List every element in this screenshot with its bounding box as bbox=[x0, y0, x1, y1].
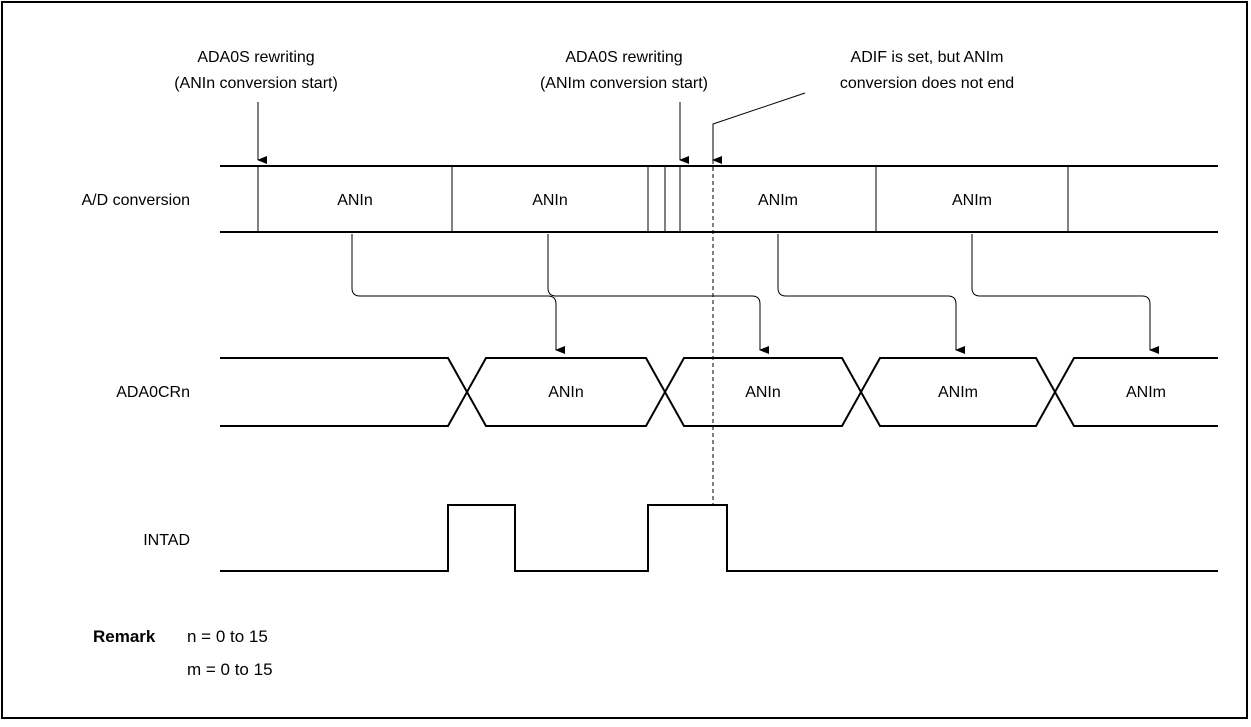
signal-ada0crn: ADA0CRn ANIn ANIn ANIm ANIm bbox=[116, 357, 1218, 427]
transfer-arrow-4 bbox=[971, 234, 1159, 354]
result-transfer-arrows bbox=[351, 234, 1159, 354]
annotation-3-line-1: ADIF is set, but ANIm bbox=[851, 49, 1004, 66]
ad-conversion-segment-1: ANIn bbox=[337, 192, 373, 209]
ada0crn-top-edge bbox=[220, 357, 1218, 395]
signal-label-ada0crn: ADA0CRn bbox=[116, 384, 190, 401]
remark-line-1: n = 0 to 15 bbox=[187, 627, 268, 646]
signal-ad-conversion: A/D conversion ANIn ANIn ANIm ANIm bbox=[82, 165, 1218, 233]
transfer-arrow-2 bbox=[547, 234, 769, 354]
remark: Remark n = 0 to 15 m = 0 to 15 bbox=[93, 627, 273, 679]
annotation-adif-set: ADIF is set, but ANIm conversion does no… bbox=[712, 49, 1014, 164]
annotation-2-line-1: ADA0S rewriting bbox=[565, 49, 682, 66]
signal-label-intad: INTAD bbox=[143, 532, 190, 549]
transfer-arrow-1 bbox=[351, 234, 565, 354]
ada0crn-segment-4: ANIm bbox=[1126, 384, 1166, 401]
annotation-3-arrow bbox=[712, 92, 806, 164]
ada0crn-bottom-edge bbox=[220, 389, 1218, 427]
remark-line-2: m = 0 to 15 bbox=[187, 660, 273, 679]
ada0crn-segment-1: ANIn bbox=[548, 384, 584, 401]
signal-intad: INTAD bbox=[143, 504, 1218, 572]
ad-conversion-segment-2: ANIn bbox=[532, 192, 568, 209]
annotation-ada0s-rewriting-anin: ADA0S rewriting (ANIn conversion start) bbox=[174, 49, 338, 164]
transfer-arrow-3 bbox=[777, 234, 965, 354]
annotation-3-line-2: conversion does not end bbox=[840, 75, 1014, 92]
signal-label-ad-conversion: A/D conversion bbox=[82, 192, 191, 209]
ad-conversion-segment-3: ANIm bbox=[758, 192, 798, 209]
annotation-2-line-2: (ANIm conversion start) bbox=[540, 75, 708, 92]
ad-conversion-segment-4: ANIm bbox=[952, 192, 992, 209]
ada0crn-segment-3: ANIm bbox=[938, 384, 978, 401]
annotation-ada0s-rewriting-anim: ADA0S rewriting (ANIm conversion start) bbox=[540, 49, 708, 164]
intad-waveform bbox=[220, 504, 1218, 572]
ada0crn-segment-2: ANIn bbox=[745, 384, 781, 401]
remark-heading: Remark bbox=[93, 627, 156, 646]
annotation-1-line-1: ADA0S rewriting bbox=[197, 49, 314, 66]
annotation-1-line-2: (ANIn conversion start) bbox=[174, 75, 338, 92]
